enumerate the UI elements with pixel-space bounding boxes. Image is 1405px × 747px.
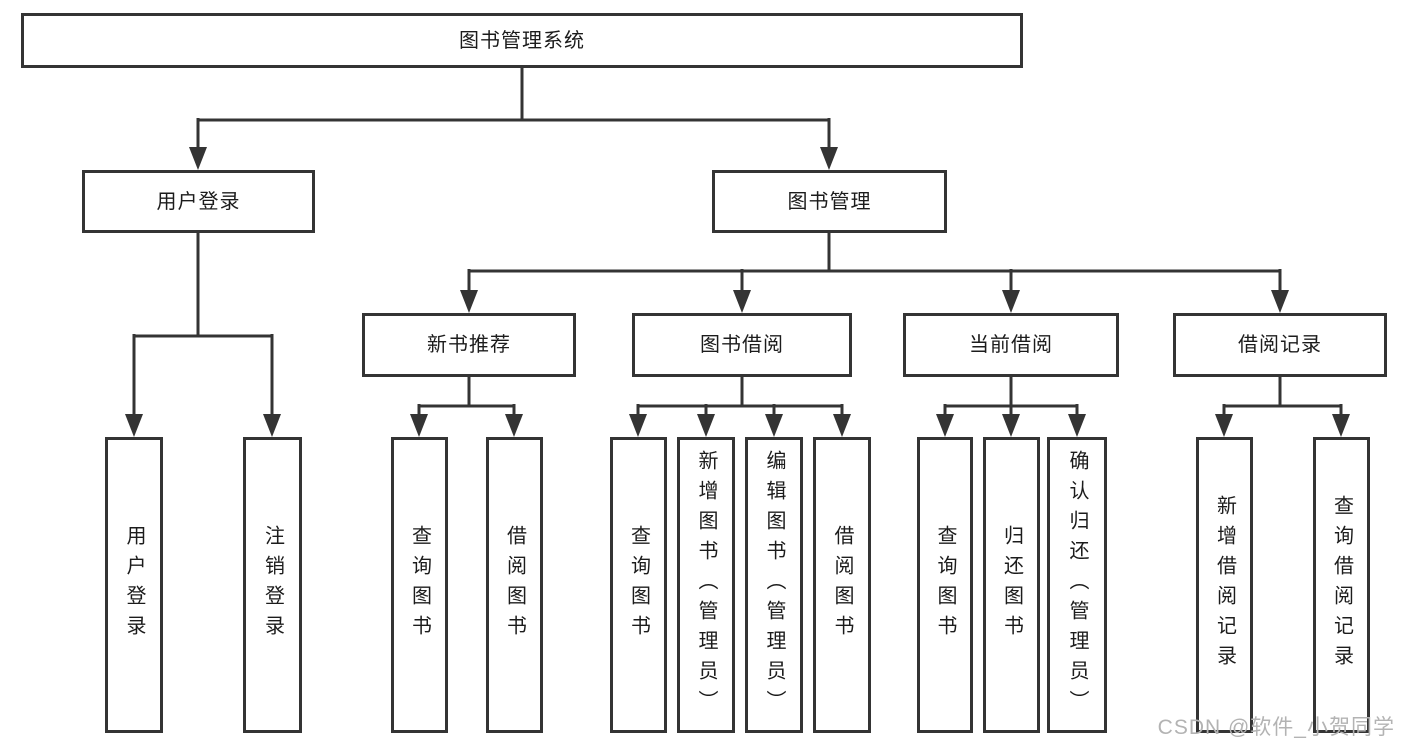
node-new-book-recommendation: 新书推荐 [362, 313, 576, 377]
node-borrowing-records: 借阅记录 [1173, 313, 1387, 377]
node-library-management-system: 图书管理系统 [21, 13, 1023, 68]
leaf-label: 确认归还（管理员） [1066, 450, 1088, 720]
leaf-confirm-return-admin: 确认归还（管理员） [1047, 437, 1107, 733]
node-label: 图书借阅 [700, 334, 784, 356]
leaf-label: 查询图书 [408, 525, 431, 645]
leaf-label: 查询图书 [934, 525, 956, 645]
leaf-label: 借阅图书 [503, 525, 526, 645]
node-label: 图书管理系统 [459, 29, 585, 52]
node-label: 用户登录 [156, 190, 241, 213]
leaf-add-borrow-record: 新增借阅记录 [1196, 437, 1253, 733]
leaf-label: 查询借阅记录 [1330, 495, 1353, 675]
leaf-edit-books-admin: 编辑图书（管理员） [745, 437, 803, 733]
csdn-watermark: CSDN @软件_小贺同学 [1157, 716, 1395, 739]
node-user-login: 用户登录 [82, 170, 315, 233]
leaf-borrow-books-borrowing: 借阅图书 [813, 437, 871, 733]
node-label: 当前借阅 [969, 334, 1053, 356]
leaf-logout: 注销登录 [243, 437, 302, 733]
node-book-borrowing: 图书借阅 [632, 313, 852, 377]
leaf-label: 用户登录 [123, 525, 145, 645]
leaf-query-books-current: 查询图书 [917, 437, 973, 733]
arrowheads [125, 147, 1350, 437]
leaf-label: 归还图书 [1000, 525, 1023, 645]
leaf-label: 借阅图书 [831, 525, 853, 645]
leaf-label: 新增借阅记录 [1213, 495, 1236, 675]
node-book-management: 图书管理 [712, 170, 947, 233]
leaf-add-books-admin: 新增图书（管理员） [677, 437, 735, 733]
leaf-label: 注销登录 [261, 525, 284, 645]
node-current-borrowing: 当前借阅 [903, 313, 1119, 377]
leaf-label: 新增图书（管理员） [695, 450, 717, 720]
leaf-query-books-borrowing: 查询图书 [610, 437, 667, 733]
node-label: 新书推荐 [427, 334, 511, 356]
node-label: 借阅记录 [1238, 334, 1322, 356]
leaf-query-borrow-record: 查询借阅记录 [1313, 437, 1370, 733]
node-label: 图书管理 [787, 190, 872, 213]
leaf-return-books: 归还图书 [983, 437, 1040, 733]
leaf-query-books-recommend: 查询图书 [391, 437, 448, 733]
leaf-user-login: 用户登录 [105, 437, 163, 733]
leaf-label: 编辑图书（管理员） [763, 450, 785, 720]
leaf-borrow-books-recommend: 借阅图书 [486, 437, 543, 733]
leaf-label: 查询图书 [627, 525, 650, 645]
